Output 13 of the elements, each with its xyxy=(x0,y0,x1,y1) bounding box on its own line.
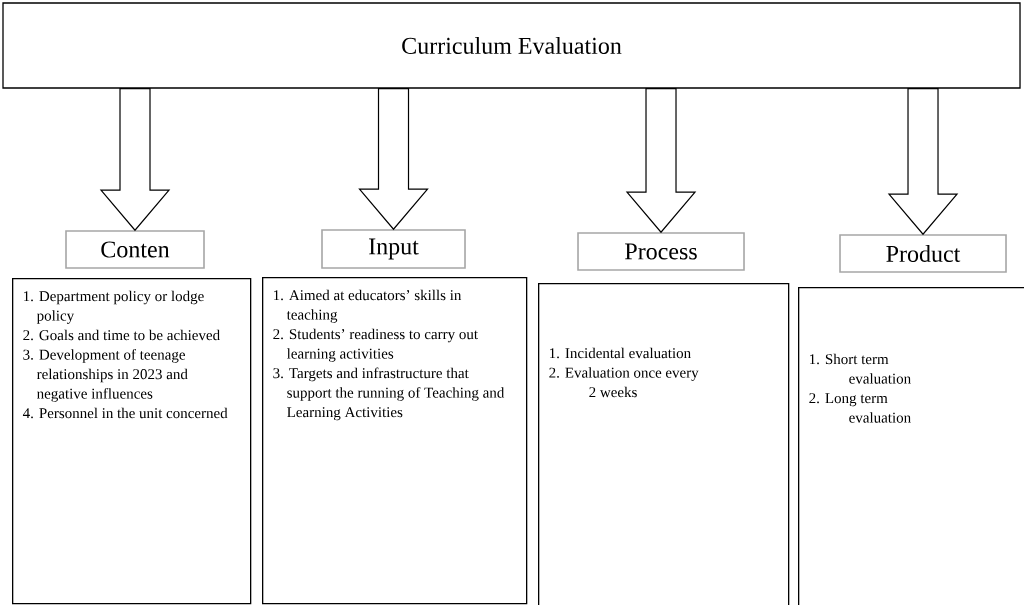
list-box: 1. Incidental evaluation 2. Evaluation once every 2 weeks xyxy=(538,283,790,605)
block-arrow xyxy=(358,88,429,231)
list-box: 1. Short term evaluation 2. Long term evaluation xyxy=(798,287,1024,605)
heading-box: Input xyxy=(321,229,466,269)
block-arrow xyxy=(99,88,171,232)
list-box: 1. Department policy or lodge policy 2. Goals and time to be achieved 3. Development of teenage relationships in 2023 and negative influences 4. Personnel in the unit concerned xyxy=(12,278,252,605)
block-arrow xyxy=(887,88,959,236)
heading-box: Conten xyxy=(65,230,205,269)
title-box: Curriculum Evaluation xyxy=(2,2,1021,89)
heading-box: Product xyxy=(839,234,1007,273)
block-arrow xyxy=(625,88,697,234)
list-box: 1. Aimed at educators’ skills in teaching 2. Students’ readiness to carry out learning activities 3. Targets and infrastructure that support the running of Teaching and Learning Activities xyxy=(262,277,528,605)
heading-box: Process xyxy=(577,232,745,271)
